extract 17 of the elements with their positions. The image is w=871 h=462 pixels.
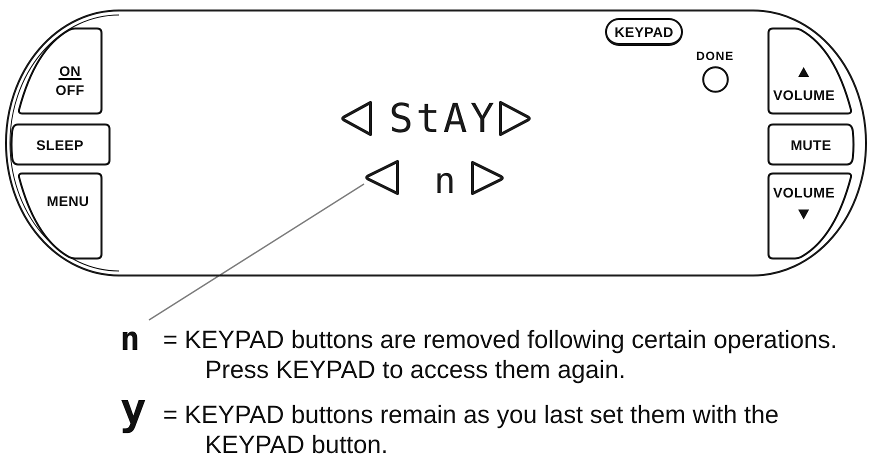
left-triangle [364,159,400,196]
device-button: KEYPAD [605,18,683,46]
device-panel [4,9,868,277]
device-button: VOLUME [767,172,853,260]
button-label: DONE [696,50,734,63]
note-text: = KEYPAD buttons are removed following certain operations. Press KEYPAD to access them again. [163,325,838,385]
device-button: ON OFF [17,27,103,115]
display-text: StAY [389,99,498,139]
device-button: MENU [17,172,103,260]
segment-symbol: y [120,388,146,432]
device-button: SLEEP [10,123,111,166]
display-text: n [434,164,456,200]
leader-line [148,183,364,321]
note-text: = KEYPAD buttons remain as you last set them with the KEYPAD button. [163,400,780,460]
device-button: VOLUME [767,27,853,115]
device-button: MUTE [767,123,855,166]
segment-symbol: n [120,322,140,355]
